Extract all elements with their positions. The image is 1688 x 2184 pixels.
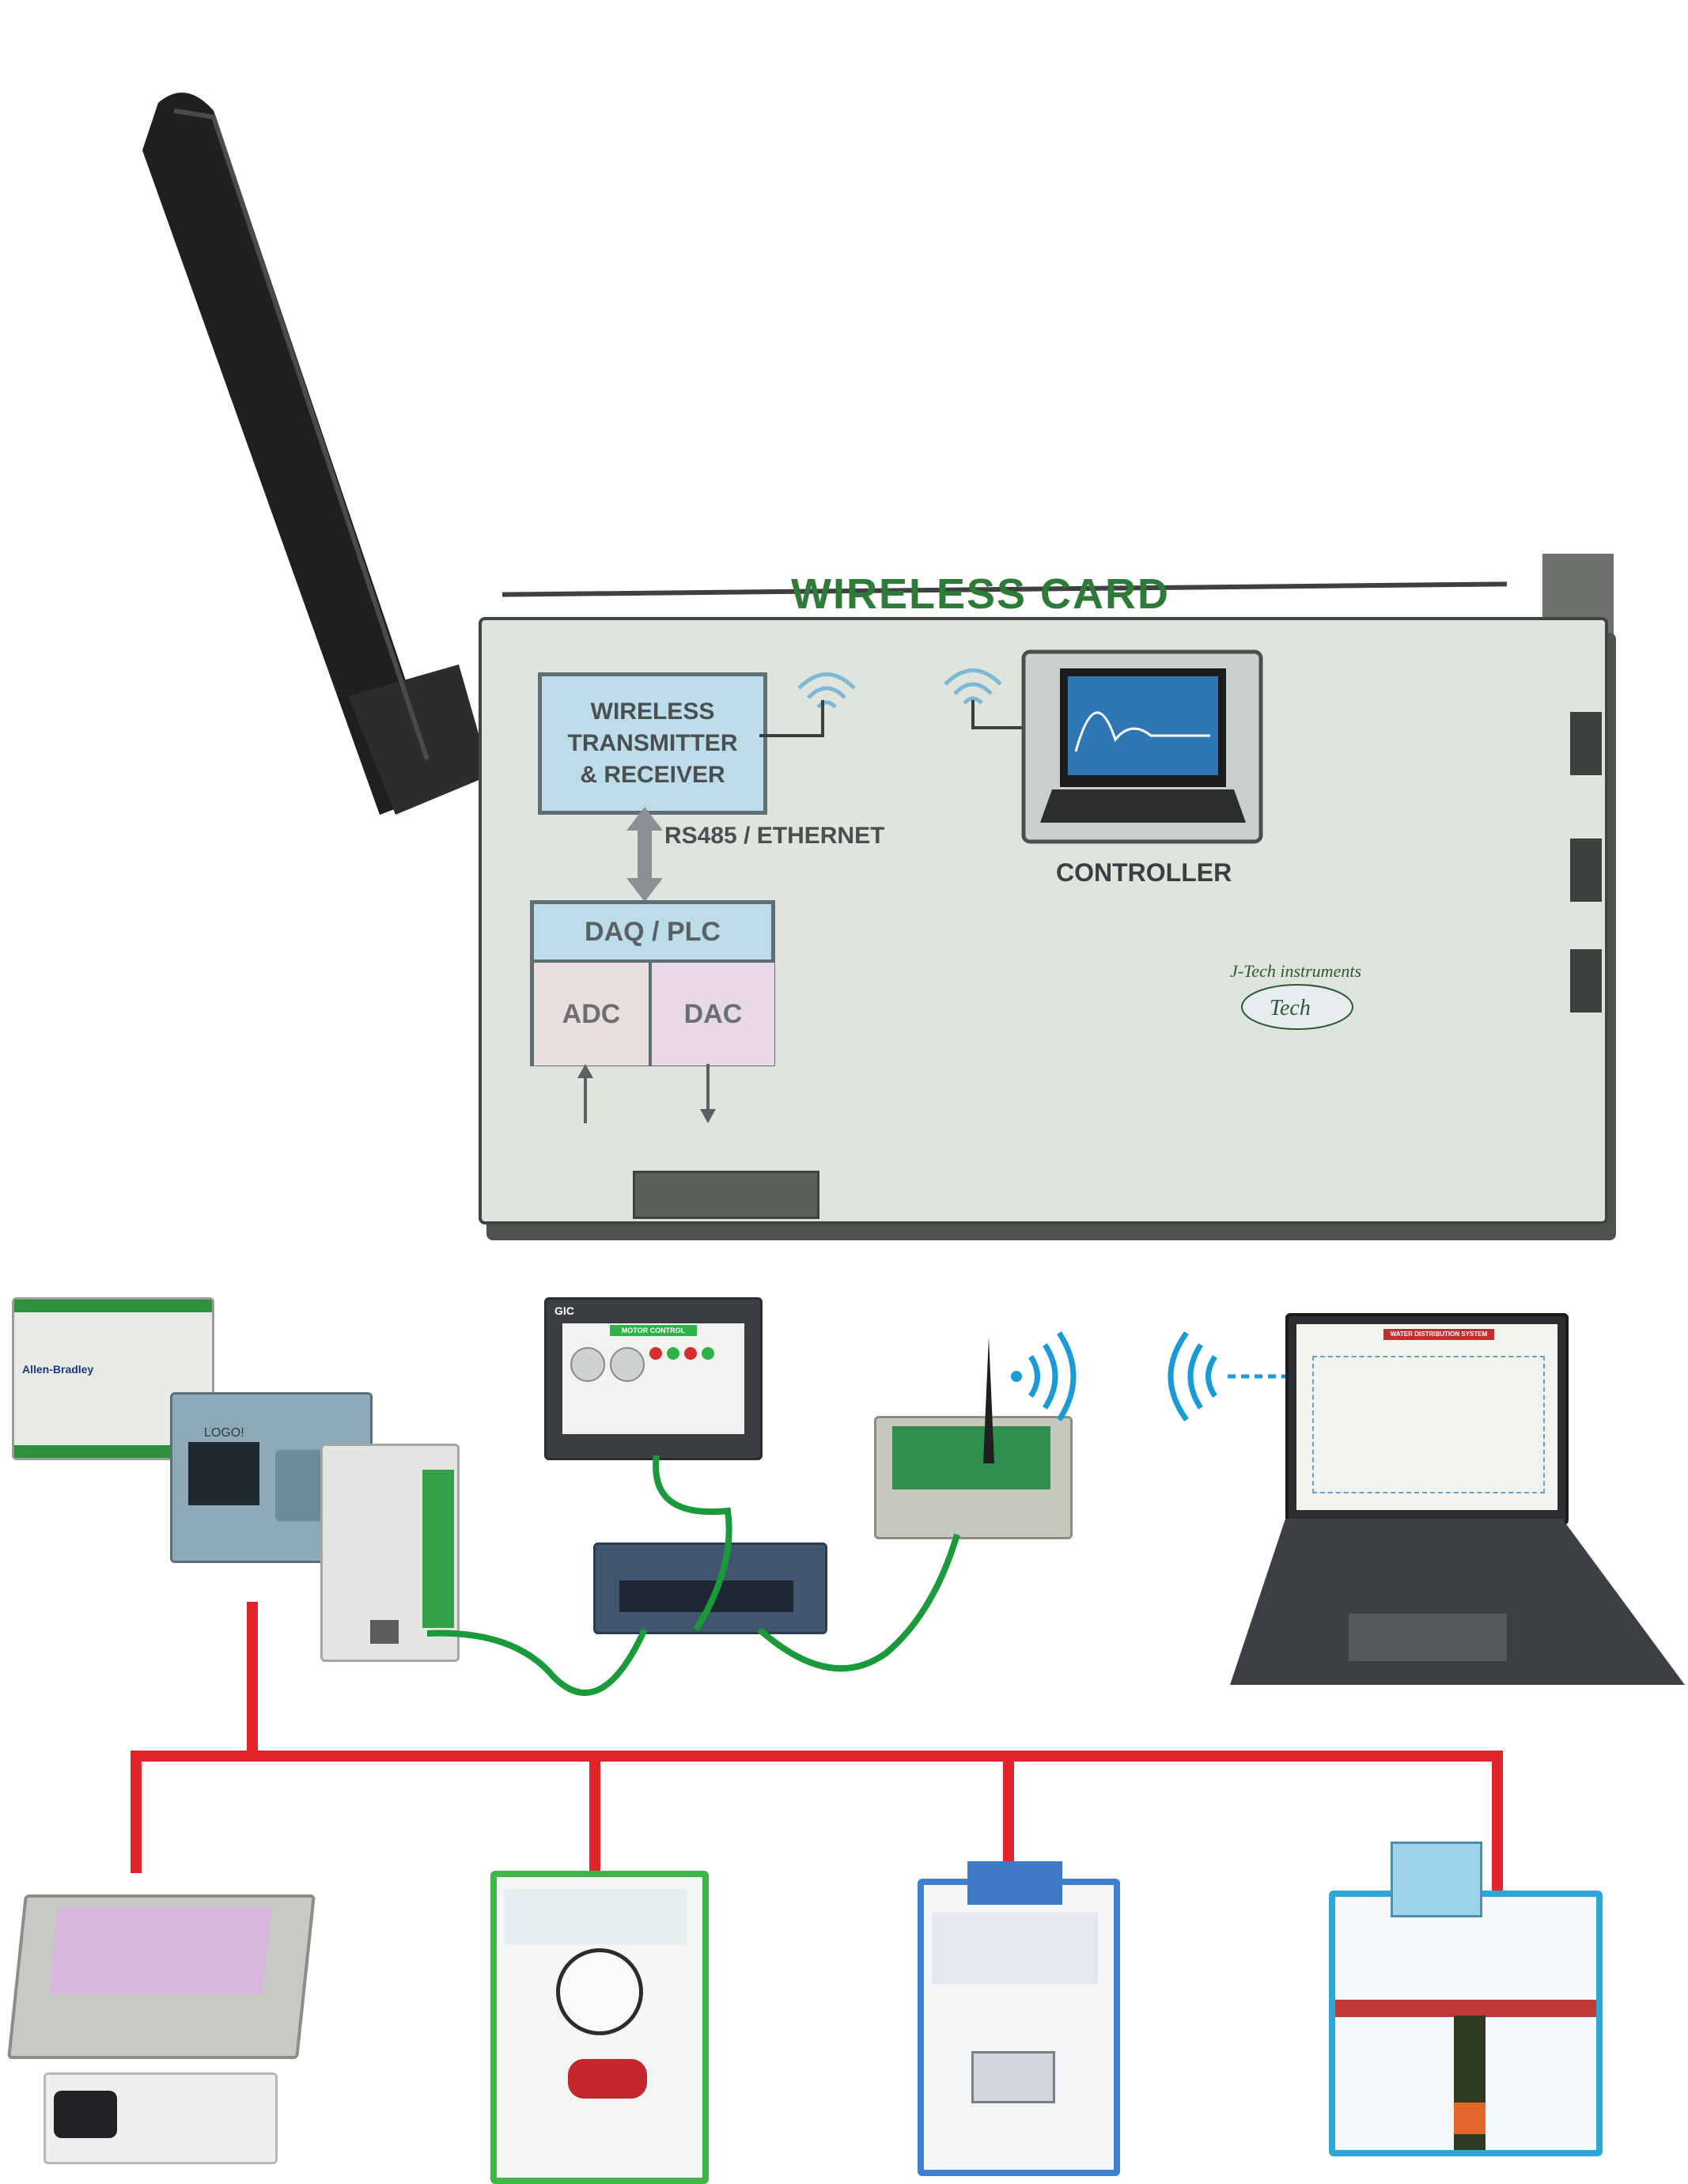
fieldbus-drop-1 (131, 1751, 142, 1873)
plc-brand-label: Allen-Bradley (22, 1363, 94, 1376)
side-port (1570, 712, 1602, 775)
trainer-conveyor-rig (1329, 1841, 1603, 2156)
brand-logo-mark: Tech (1241, 984, 1353, 1030)
laptop-icon (1021, 649, 1263, 844)
wireless-card-unit (874, 1416, 1073, 1539)
bottom-connector (633, 1171, 819, 1219)
connector-lines (759, 700, 1028, 737)
hmi-panel: GIC MOTOR CONTROL (544, 1297, 763, 1460)
daq-plc-label: DAQ / PLC (585, 916, 721, 947)
fieldbus-drop-2 (589, 1751, 600, 1877)
delta-plc (320, 1444, 460, 1662)
trainer-panel-1 (7, 1894, 316, 2059)
transmitter-line-2: TRANSMITTER (567, 730, 738, 756)
dac-box: DAC (649, 960, 774, 1066)
wireless-card-device: WIRELESS CARD WIRELESS TRANSMITTER & REC… (142, 93, 1614, 1224)
rs485-ethernet-label: RS485 / ETHERNET (664, 823, 885, 849)
hmi-brand: GIC (554, 1304, 574, 1317)
scada-title: WATER DISTRIBUTION SYSTEM (1383, 1329, 1494, 1340)
antenna-icon (983, 1337, 994, 1463)
wifi-signal-icon (944, 668, 1002, 705)
wifi-signal-icon (1168, 1330, 1285, 1422)
laptop-keyboard (1230, 1519, 1685, 1685)
fieldbus-drop-3 (1003, 1751, 1014, 1873)
motor-module (44, 2072, 278, 2164)
controller-label: CONTROLLER (1056, 858, 1232, 887)
hmi-title: MOTOR CONTROL (610, 1325, 697, 1336)
svg-text:Tech: Tech (1270, 996, 1311, 1020)
transmitter-line-3: & RECEIVER (580, 762, 725, 788)
adc-box: ADC (534, 960, 649, 1066)
antenna-icon (142, 93, 490, 816)
trainer-temperature-rig (918, 1861, 1120, 2176)
fieldbus-drop-plc (247, 1602, 258, 1760)
scada-laptop: WATER DISTRIBUTION SYSTEM (1285, 1313, 1569, 1525)
transmitter-receiver-box: WIRELESS TRANSMITTER & RECEIVER (538, 672, 767, 815)
wifi-signal-icon (1011, 1331, 1077, 1421)
brand-logo: J-Tech instruments (1230, 961, 1362, 981)
side-port (1570, 949, 1602, 1013)
wifi-signal-icon (797, 672, 856, 709)
card-title: WIRELESS CARD (791, 570, 1171, 618)
logo-label: LOGO! (204, 1426, 244, 1440)
transmitter-line-1: WIRELESS (590, 698, 715, 725)
fieldbus-main-line (131, 1751, 1503, 1762)
trainer-pressure-rig (490, 1871, 709, 2184)
side-port (1570, 838, 1602, 902)
daq-plc-box: DAQ / PLC ADC DAC (530, 900, 775, 1066)
ethernet-cables (426, 1455, 960, 1696)
io-arrows-icon (577, 1064, 716, 1123)
ethernet-switch (593, 1542, 827, 1634)
bidirectional-arrow-icon (626, 807, 663, 902)
network-diagram: Allen-Bradley LOGO! GIC MOTOR CONTROL (0, 1281, 1688, 2184)
